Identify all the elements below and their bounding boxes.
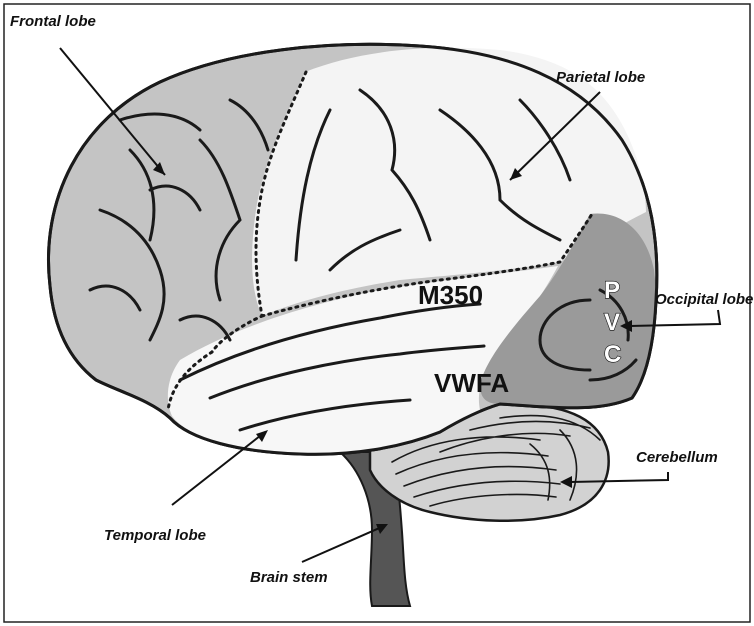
frontal-lobe-label: Frontal lobe [10, 13, 96, 30]
vwfa-label: VWFA [434, 368, 509, 398]
pvc-c-label: C [604, 341, 621, 368]
cerebellum-label: Cerebellum [636, 449, 718, 466]
temporal-lobe-label: Temporal lobe [104, 527, 206, 544]
pvc-v-label: V [604, 309, 620, 336]
brainstem-label: Brain stem [250, 569, 328, 586]
pvc-p-label: P [604, 277, 620, 304]
m350-label: M350 [418, 280, 483, 310]
parietal-lobe-label: Parietal lobe [556, 69, 645, 86]
occipital-lobe-label: Occipital lobe [655, 291, 753, 308]
